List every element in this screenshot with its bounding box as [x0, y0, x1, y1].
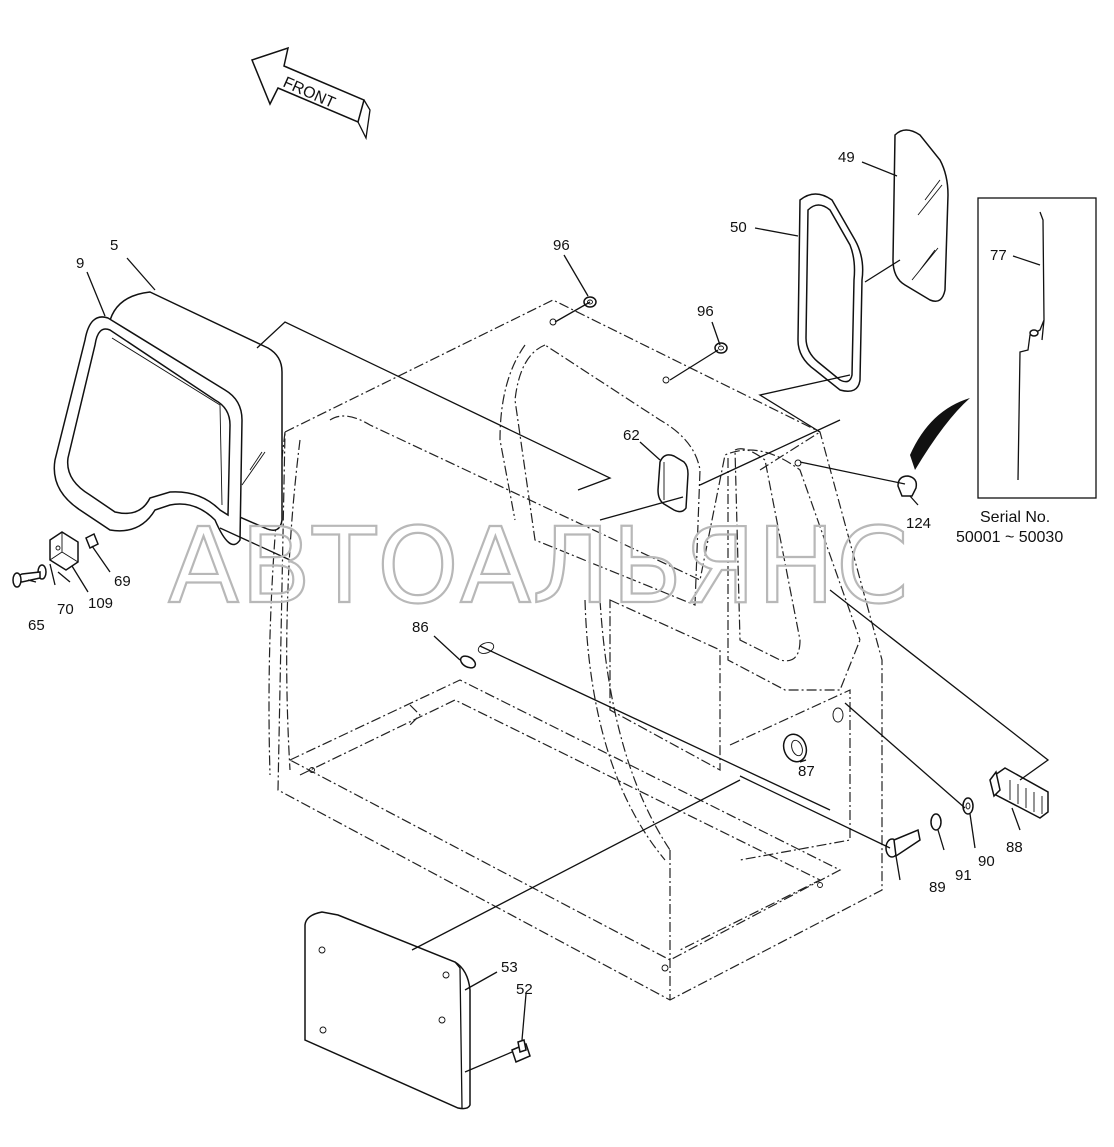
label-124: 124: [906, 515, 931, 532]
label-88: 88: [1006, 839, 1023, 856]
label-90: 90: [978, 853, 995, 870]
label-5: 5: [110, 237, 118, 254]
side-weatherstrip-part: [797, 193, 864, 392]
latch-88-part: [989, 767, 1049, 819]
bracket-109-part: [49, 531, 79, 571]
bolt-69-part: [85, 532, 99, 550]
watermark-text: АВТОАЛЬЯНС: [168, 505, 910, 627]
leader-lines: [27, 161, 1050, 1073]
label-96b: 96: [697, 303, 714, 320]
plug-86-part: [459, 642, 495, 669]
label-62: 62: [623, 427, 640, 444]
label-70: 70: [57, 601, 74, 618]
weatherstrip-part: [53, 316, 243, 546]
front-arrow-icon: FRONT: [251, 46, 371, 141]
serial-title: Serial No.: [980, 509, 1050, 526]
label-77: 77: [990, 247, 1007, 264]
serial-range: 50001 ~ 50030: [956, 529, 1063, 546]
plate-53-part: [304, 911, 471, 1110]
label-65: 65: [28, 617, 45, 634]
label-89: 89: [929, 879, 946, 896]
bolt-65-part: [12, 571, 41, 588]
part-labels: 5 9 96 96 50 49 77 62 124 69 109 70 65 8…: [28, 149, 1023, 998]
fastener-52-part: [511, 1039, 531, 1064]
bushing-87-part: [782, 707, 844, 763]
label-53: 53: [501, 959, 518, 976]
label-69: 69: [114, 573, 131, 590]
label-96a: 96: [553, 237, 570, 254]
label-50: 50: [730, 219, 747, 236]
label-9: 9: [76, 255, 84, 272]
label-86: 86: [412, 619, 429, 636]
label-91: 91: [955, 867, 972, 884]
washer-90-part: [962, 797, 974, 815]
label-87: 87: [798, 763, 815, 780]
washer-91-part: [930, 813, 942, 831]
cab-frame: [268, 299, 883, 1001]
label-49: 49: [838, 149, 855, 166]
label-52: 52: [516, 981, 533, 998]
cap-124-part: [897, 475, 918, 497]
side-glass-part: [892, 129, 949, 302]
bolt-89-part: [885, 828, 921, 858]
antenna-inset-box: [910, 197, 1097, 499]
label-109: 109: [88, 595, 113, 612]
